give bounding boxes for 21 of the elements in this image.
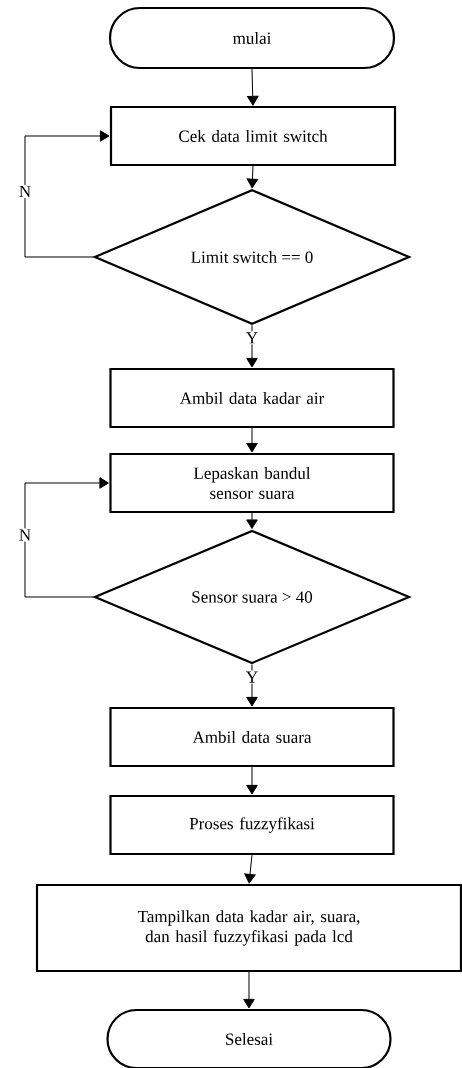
process-box: Tampilkan data kadar air, suara, dan hasil fuzzyfikasi pada lcd xyxy=(35,883,462,973)
edge-label: N xyxy=(17,528,33,542)
edge-label: N xyxy=(17,184,33,199)
arrow xyxy=(243,971,255,1009)
arrow xyxy=(246,165,259,189)
arrow xyxy=(246,427,258,453)
process-box: Cek data limit switch xyxy=(109,105,397,167)
arrow xyxy=(246,664,258,707)
edge-label: Y xyxy=(244,331,260,345)
arrow xyxy=(24,130,110,258)
arrow xyxy=(246,324,258,368)
arrow xyxy=(244,854,256,884)
process-box: Ambil data kadar air xyxy=(109,367,395,429)
process-box: Ambil data suara xyxy=(109,706,395,768)
arrow xyxy=(247,68,259,106)
arrow xyxy=(246,512,258,529)
process-box: Lepaskan bandul sensor suara xyxy=(109,452,395,514)
arrow xyxy=(246,766,258,795)
arrow xyxy=(24,477,109,598)
process-box: Proses fuzzyfikasi xyxy=(109,794,395,856)
edge-label: Y xyxy=(244,670,260,684)
